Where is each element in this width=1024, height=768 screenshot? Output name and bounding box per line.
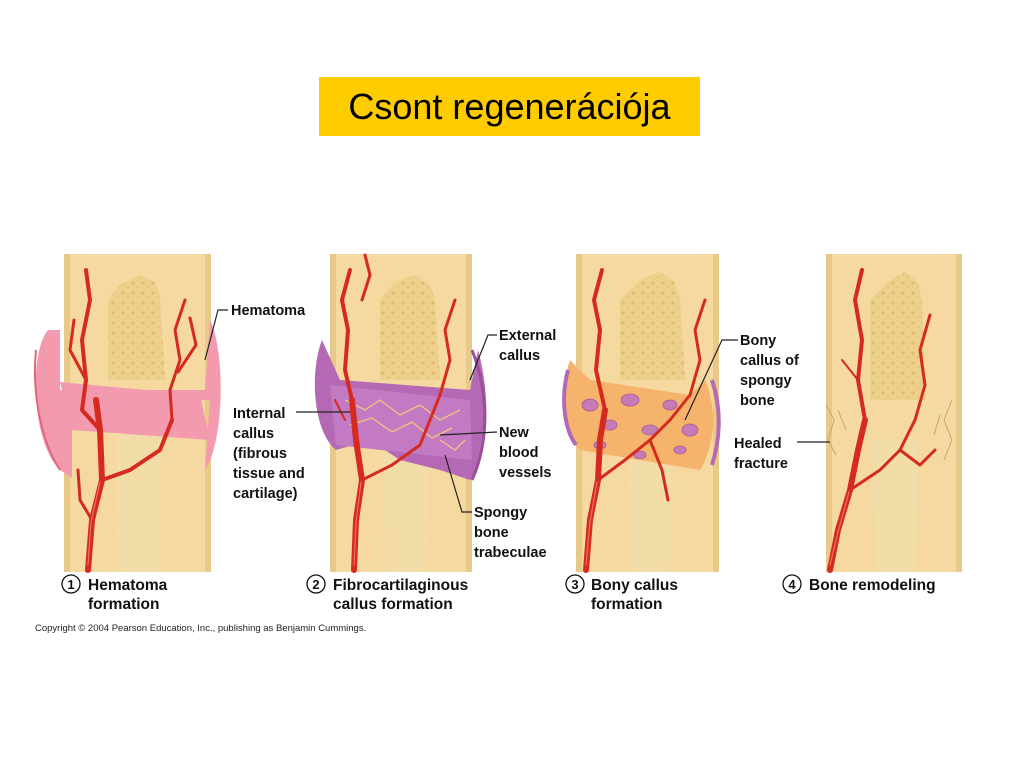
healed-fracture-marks (825, 399, 953, 461)
blood-vessels (334, 253, 457, 573)
panel-bone-remodeling (825, 254, 962, 573)
blood-vessels (68, 268, 198, 573)
svg-text:Spongy: Spongy (474, 505, 527, 521)
svg-text:Fibrocartilaginous: Fibrocartilaginous (333, 577, 468, 594)
spongy-bone-upper (870, 272, 925, 400)
stage-caption-4: 4 Bone remodeling (782, 574, 936, 594)
svg-text:New: New (499, 425, 530, 441)
svg-text:callus: callus (499, 348, 540, 364)
stage-caption-3: 3 Bony callus formation (565, 574, 678, 613)
svg-text:vessels: vessels (499, 465, 551, 481)
stage-number-circle (782, 574, 802, 594)
panel-fibrocartilaginous-callus (314, 253, 487, 573)
svg-text:Healed: Healed (734, 436, 782, 452)
svg-text:Hematoma: Hematoma (231, 303, 306, 319)
svg-text:callus of: callus of (740, 353, 799, 369)
title-box: Csont regenerációja (319, 77, 700, 136)
bone-edge (713, 254, 719, 572)
spongy-bone-upper (108, 275, 165, 380)
stage-number-circle (565, 574, 585, 594)
svg-text:trabeculae: trabeculae (474, 545, 547, 561)
slide-title: Csont regenerációja (348, 85, 671, 127)
label-hematoma: Hematoma (204, 303, 306, 361)
svg-text:2: 2 (312, 577, 319, 592)
callus-rim (710, 379, 721, 466)
stage-caption-2: 2 Fibrocartilaginous callus formation (306, 574, 468, 613)
hematoma-edge (34, 349, 61, 471)
bone-edge (956, 254, 962, 572)
svg-text:callus: callus (233, 426, 274, 442)
copyright-notice: Copyright © 2004 Pearson Education, Inc.… (35, 623, 366, 634)
stage-caption-1: 1 Hematoma formation (61, 574, 168, 613)
label-spongy-bone-trabeculae: Spongy bone trabeculae (444, 454, 547, 561)
svg-text:blood: blood (499, 445, 538, 461)
svg-text:bone: bone (740, 393, 775, 409)
blood-vessels (583, 268, 707, 573)
svg-text:External: External (499, 328, 556, 344)
svg-text:1: 1 (67, 577, 74, 592)
svg-text:formation: formation (591, 596, 662, 613)
svg-text:spongy: spongy (740, 373, 792, 389)
bone-shaft-lower (116, 405, 162, 572)
svg-text:fracture: fracture (734, 456, 788, 472)
svg-text:callus formation: callus formation (333, 596, 453, 613)
svg-text:bone: bone (474, 525, 509, 541)
trabeculae (344, 399, 466, 451)
svg-text:Internal: Internal (233, 406, 285, 422)
spongy-bone-upper (620, 272, 685, 380)
bone-edge (826, 254, 832, 572)
svg-text:Bone remodeling: Bone remodeling (809, 577, 936, 594)
panel-hematoma-formation (34, 254, 221, 573)
label-healed-fracture: Healed fracture (734, 436, 830, 472)
svg-text:3: 3 (571, 577, 578, 592)
svg-text:cartilage): cartilage) (233, 486, 298, 502)
svg-text:Bony callus: Bony callus (591, 577, 678, 594)
panel-bony-callus (562, 254, 721, 573)
svg-text:(fibrous: (fibrous (233, 446, 287, 462)
bone-shaft-lower (872, 440, 918, 572)
label-internal-callus: Internal callus (fibrous tissue and cart… (233, 406, 350, 502)
blood-vessels (827, 268, 937, 573)
callus-rim (562, 369, 578, 447)
spongy-bone-upper (380, 275, 440, 380)
label-new-blood-vessels: New blood vessels (439, 425, 551, 481)
spongy-bone-cavities (581, 393, 699, 460)
stage-number-circle (61, 574, 81, 594)
stage-number-circle (306, 574, 326, 594)
svg-text:Hematoma: Hematoma (88, 577, 168, 594)
svg-text:4: 4 (788, 577, 796, 592)
label-external-callus: External callus (469, 328, 556, 381)
svg-text:formation: formation (88, 596, 159, 613)
svg-text:tissue and: tissue and (233, 466, 305, 482)
label-bony-callus: Bony callus of spongy bone (684, 333, 799, 421)
svg-text:Bony: Bony (740, 333, 776, 349)
